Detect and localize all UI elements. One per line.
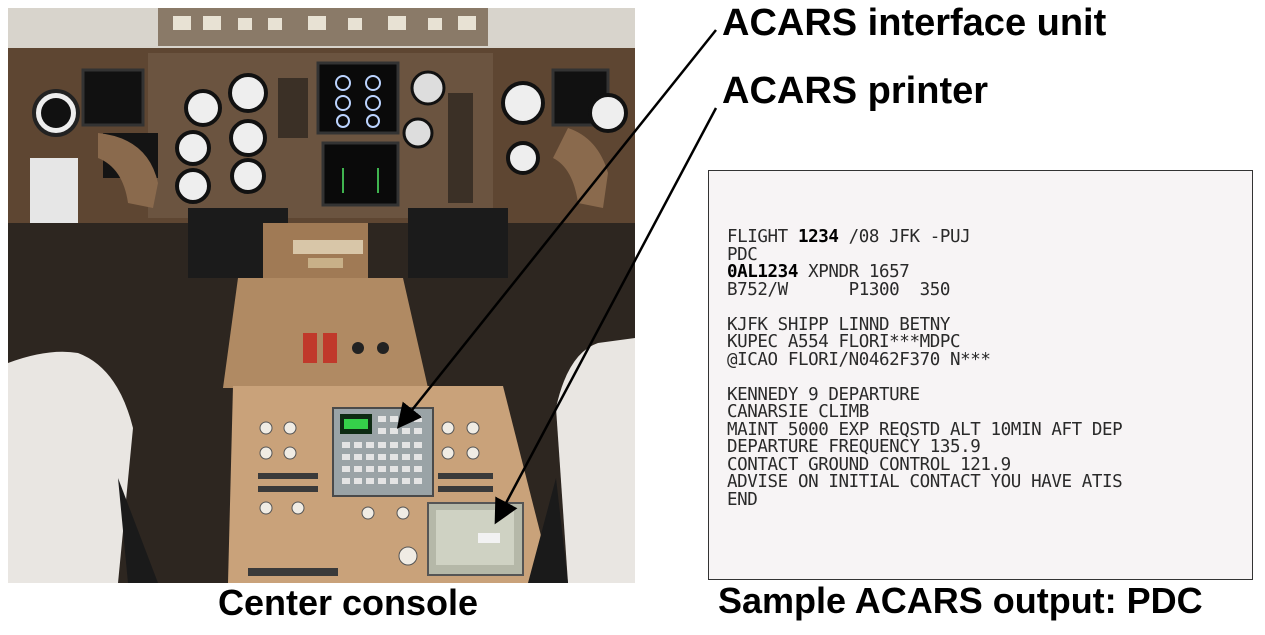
cockpit-illustration [8, 8, 635, 583]
printout-flight-label: FLIGHT [727, 227, 798, 247]
printout-line: B752/W P1300 350 [727, 279, 950, 300]
printout-line: KJFK SHIPP LINND BETNY [727, 314, 950, 335]
printout-line: KUPEC A554 FLORI***MDPC [727, 332, 961, 352]
label-acars-interface-unit: ACARS interface unit [722, 2, 1107, 44]
printout-line: DEPARTURE FREQUENCY 135.9 [727, 437, 981, 457]
printout-line: PDC [727, 244, 758, 265]
caption-center-console: Center console [218, 582, 479, 623]
printout-flight-number: 1234 [797, 227, 839, 247]
printout-xpndr: XPNDR 1657 [797, 262, 910, 282]
printout-line: @ICAO FLORI/N0462F370 N*** [727, 349, 991, 370]
printout-line: KENNEDY 9 DEPARTURE [727, 384, 920, 405]
cockpit-photo [8, 8, 635, 583]
label-acars-printer: ACARS printer [722, 70, 989, 112]
printout-flight-route: /08 JFK -PUJ [838, 227, 971, 247]
printout-line: CANARSIE CLIMB [727, 402, 869, 422]
printout-callsign: 0AL1234 [727, 262, 798, 282]
printout-line-flight: FLIGHT 1234 /08 JFK -PUJ [727, 227, 1252, 247]
printout-line: ADVISE ON INITIAL CONTACT YOU HAVE ATIS [727, 472, 1123, 492]
acars-printout: FLIGHT 1234 /08 JFK -PUJ PDC 0AL1234 XPN… [708, 170, 1253, 580]
printout-line: END [727, 489, 758, 510]
caption-sample-acars-output: Sample ACARS output: PDC [718, 580, 1203, 621]
printout-line: CONTACT GROUND CONTROL 121.9 [727, 454, 1011, 475]
printout-line-callsign: 0AL1234 XPNDR 1657 [727, 262, 1252, 282]
printout-line: MAINT 5000 EXP REQSTD ALT 10MIN AFT DEP [727, 419, 1123, 440]
